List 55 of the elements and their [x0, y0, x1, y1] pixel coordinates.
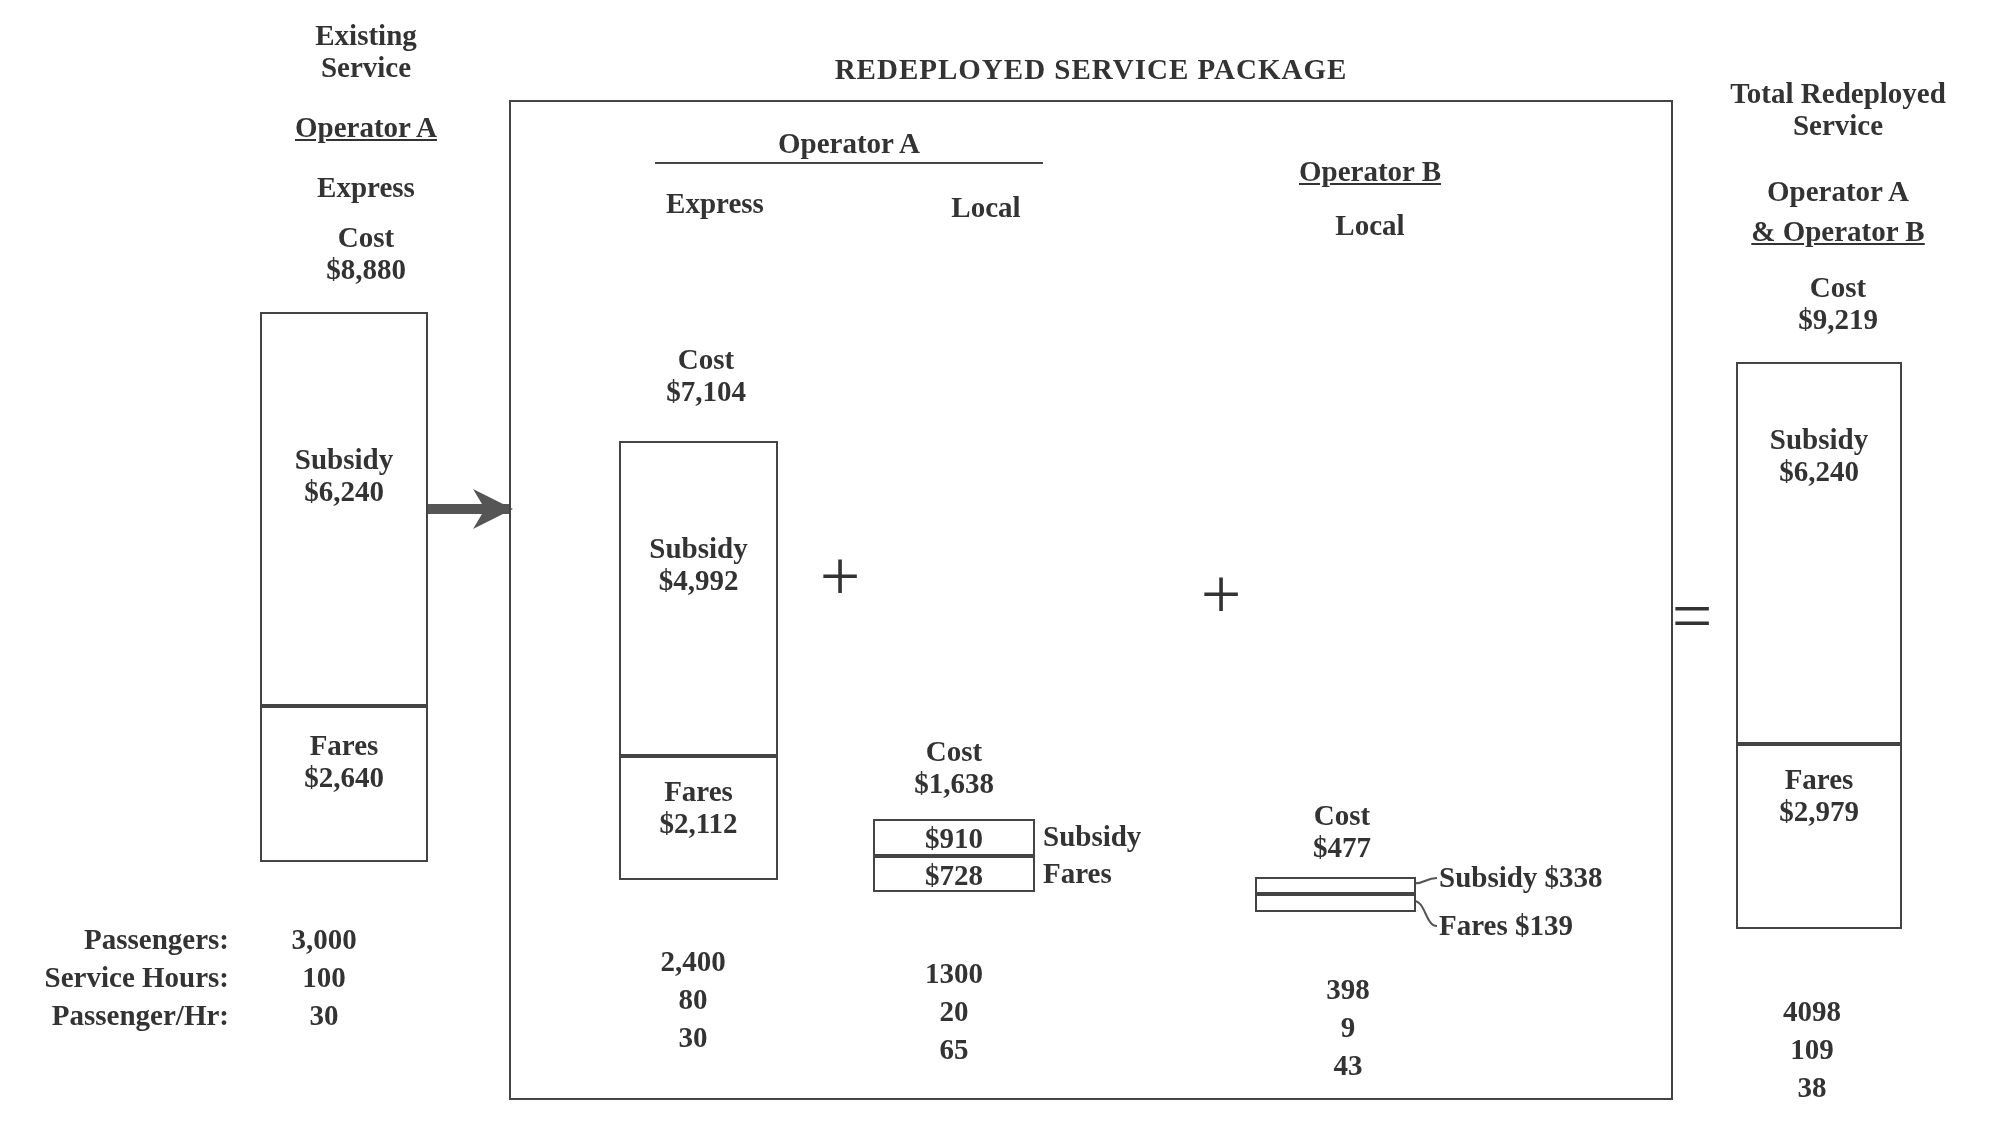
stat-value: 20 — [938, 996, 970, 1028]
cost-label: Cost $8,880 — [325, 222, 407, 286]
subsidy-bar-segment: Subsidy $4,992 — [619, 441, 778, 756]
bar-segment — [1255, 894, 1416, 912]
stat-label: Service Hours: — [43, 962, 229, 994]
cost-label: Cost $1,638 — [913, 736, 995, 800]
stat-value: 3,000 — [290, 924, 358, 956]
leader-text: Fares $139 — [1439, 910, 1629, 946]
amount-text: $728 — [924, 860, 984, 892]
stat-value: 100 — [301, 962, 347, 994]
stat-label: Passengers: — [83, 924, 229, 956]
stat-label: Passenger/Hr: — [50, 1000, 229, 1032]
package-title: REDEPLOYED SERVICE PACKAGE — [833, 54, 1349, 86]
column-heading: Operator A — [655, 128, 1043, 164]
operator-sign: = — [1670, 580, 1714, 652]
column-heading: Operator A — [1766, 176, 1910, 208]
column-heading: Local — [1334, 210, 1406, 242]
stat-value: 30 — [677, 1022, 709, 1054]
segment-label: Fares — [1043, 858, 1112, 890]
segment-label: Subsidy — [1043, 821, 1142, 853]
cost-label: Cost $7,104 — [665, 344, 747, 408]
subsidy-bar-segment: Subsidy $6,240 — [1736, 362, 1902, 744]
arrow — [428, 489, 513, 529]
amount-text: $910 — [924, 823, 984, 855]
stat-value: 1300 — [924, 958, 984, 990]
stat-value: 65 — [938, 1034, 970, 1066]
stat-value: 9 — [1339, 1012, 1357, 1044]
column-heading: Express — [665, 188, 765, 220]
column-heading: Operator B — [1298, 156, 1442, 188]
stat-value: 30 — [308, 1000, 340, 1032]
cost-label: Cost $477 — [1312, 800, 1372, 864]
bar-segment — [1255, 877, 1416, 894]
fares-bar-segment: Fares $2,112 — [619, 756, 778, 880]
leader-line — [1413, 877, 1438, 885]
heading: Total Redeployed Service — [1729, 78, 1947, 142]
column-heading: Local — [950, 192, 1022, 224]
stat-value: 2,400 — [659, 946, 727, 978]
subsidy-bar-segment: Subsidy $6,240 — [260, 312, 428, 706]
stat-value: 4098 — [1782, 996, 1842, 1028]
stat-value: 43 — [1332, 1050, 1364, 1082]
leader-text: Subsidy $338 — [1439, 862, 1629, 898]
column-heading: Express — [316, 172, 416, 204]
column-heading: & Operator B — [1750, 216, 1926, 248]
stat-value: 80 — [677, 984, 709, 1016]
operator-sign: + — [1199, 558, 1243, 630]
stat-value: 38 — [1796, 1072, 1828, 1104]
column-heading: Operator A — [294, 112, 438, 144]
leader-line — [1413, 900, 1438, 927]
fares-bar-segment: Fares $2,640 — [260, 706, 428, 862]
fares-bar-segment: Fares $2,979 — [1736, 744, 1902, 929]
stat-value: 398 — [1325, 974, 1371, 1006]
operator-sign: + — [818, 540, 862, 612]
stat-value: 109 — [1789, 1034, 1835, 1066]
heading: Existing Service — [314, 20, 418, 84]
cost-label: Cost $9,219 — [1797, 272, 1879, 336]
